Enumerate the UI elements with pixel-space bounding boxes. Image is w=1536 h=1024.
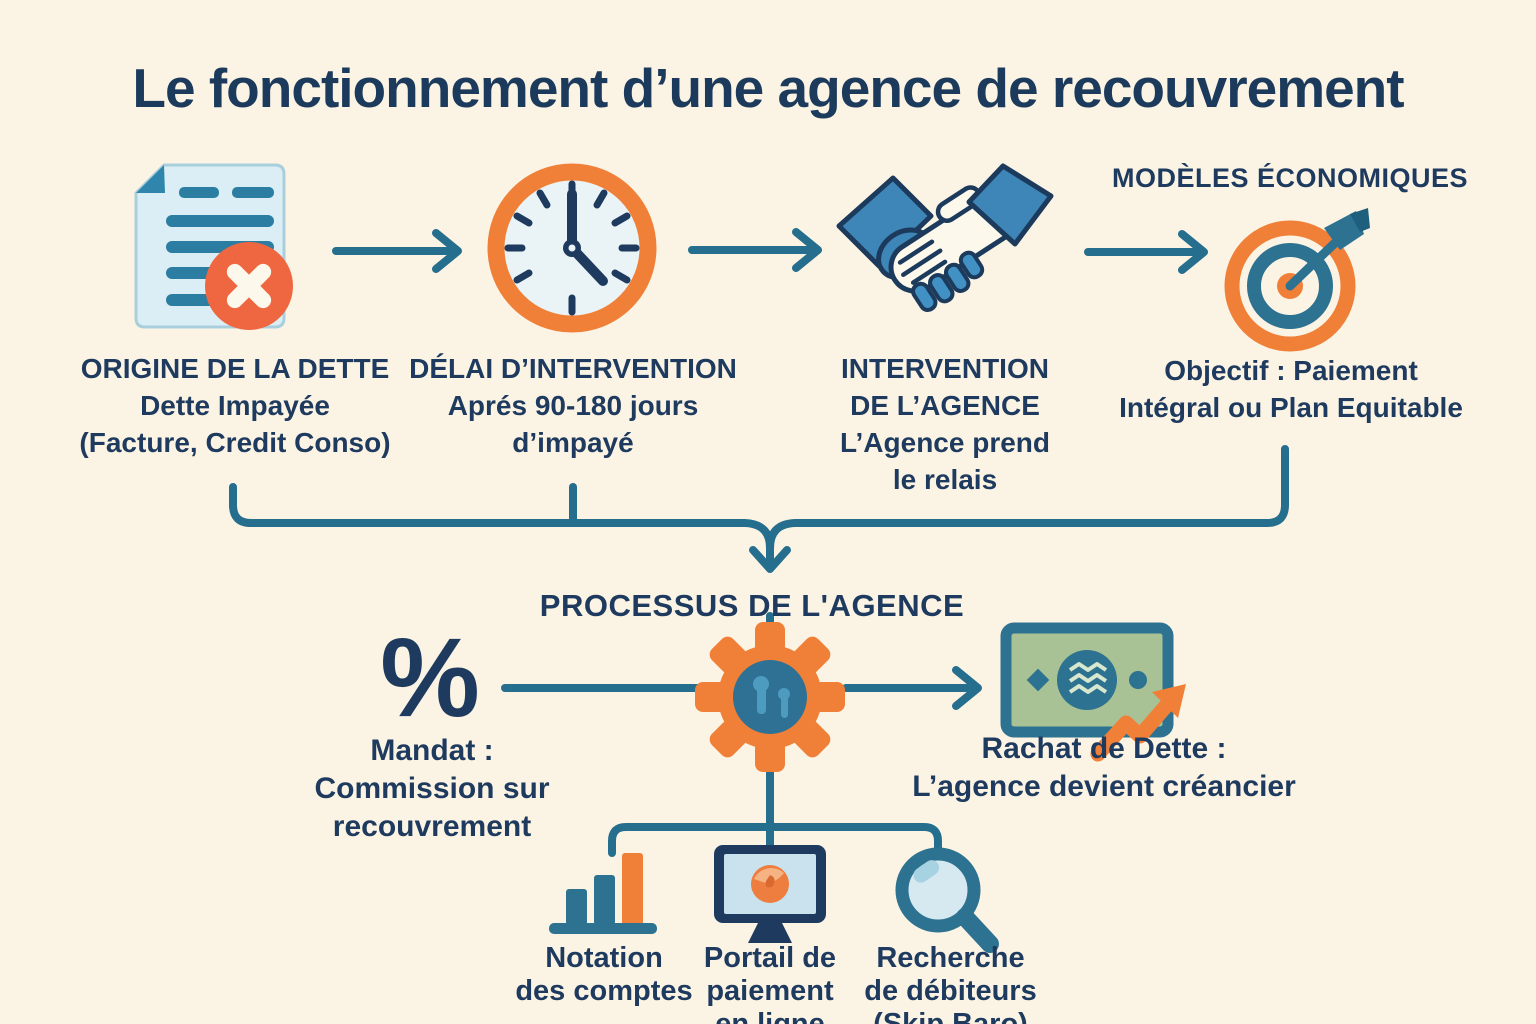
step-objectif-line: Objectif : Paiement: [1164, 355, 1418, 386]
step-intervention-heading: DE L’AGENCE: [850, 390, 1040, 421]
step-intervention-line: le relais: [892, 464, 998, 495]
tool-recherche-line: Recherche: [876, 942, 1025, 974]
step-origine-line: Dette Impayée: [140, 390, 330, 421]
step-origine-line: (Facture, Credit Conso): [79, 427, 391, 458]
step-intervention-line: L’Agence prend: [839, 427, 1051, 458]
mandat-line: Commission sur: [314, 772, 550, 805]
step-intervention-text: INTERVENTION DE L’AGENCE L’Agence prend …: [790, 350, 1100, 498]
banknote-growth-icon: [1000, 622, 1186, 762]
tool-portail-line: paiement: [706, 975, 834, 1007]
step-objectif-text: Objectif : Paiement Intégral ou Plan Equ…: [1086, 352, 1496, 426]
tool-recherche-line: de débiteurs: [864, 975, 1037, 1007]
step-delai-text: DÉLAI D’INTERVENTION Aprés 90-180 jours …: [388, 350, 758, 461]
tool-portail-line: en ligne: [715, 1008, 825, 1024]
tool-notation-label: Notation des comptes: [499, 942, 709, 1008]
tool-portail-line: Portail de: [703, 942, 837, 974]
rachat-line: L’agence devient créancier: [912, 770, 1296, 803]
target-icon: [1224, 208, 1370, 352]
bar-chart-icon: [549, 853, 657, 934]
process-title: PROCESSUS DE L'AGENCE: [539, 588, 965, 623]
clock-icon: [487, 163, 657, 333]
page-title: Le fonctionnement d’une agence de recouv…: [132, 57, 1404, 119]
modeles-economiques-overline: MODÈLES ÉCONOMIQUES: [1111, 163, 1469, 193]
step-objectif-line: Intégral ou Plan Equitable: [1119, 392, 1463, 423]
tool-portail-label: Portail de paiement en ligne: [665, 942, 875, 1024]
rachat-label: Rachat de Dette : L’agence devient créan…: [902, 730, 1306, 806]
mandat-line: Mandat :: [370, 734, 494, 767]
step-intervention-heading: INTERVENTION: [841, 353, 1049, 384]
step-delai-heading: DÉLAI D’INTERVENTION: [409, 353, 737, 384]
gear-icon: [695, 622, 845, 772]
step-delai-line: Aprés 90-180 jours: [447, 390, 699, 421]
handshake-icon: [836, 163, 1054, 313]
rachat-line: Rachat de Dette :: [981, 732, 1227, 765]
tool-notation-line: Notation: [545, 942, 663, 974]
mandat-line: recouvrement: [332, 810, 532, 843]
percent-symbol: %: [380, 615, 480, 740]
unpaid-document-icon: [134, 163, 293, 330]
payment-portal-monitor-icon: [714, 845, 826, 943]
mandat-label: Mandat : Commission sur recouvrement: [282, 732, 582, 846]
tool-notation-line: des comptes: [515, 975, 693, 1007]
step-delai-line: d’impayé: [512, 427, 634, 458]
tool-recherche-label: Recherche de débiteurs (Skip Baro): [833, 942, 1068, 1024]
magnifier-icon: [895, 847, 999, 953]
step-origine-text: ORIGINE DE LA DETTE Dette Impayée (Factu…: [40, 350, 430, 461]
tool-recherche-line: (Skip Baro): [873, 1008, 1028, 1024]
step-origine-heading: ORIGINE DE LA DETTE: [80, 353, 390, 384]
